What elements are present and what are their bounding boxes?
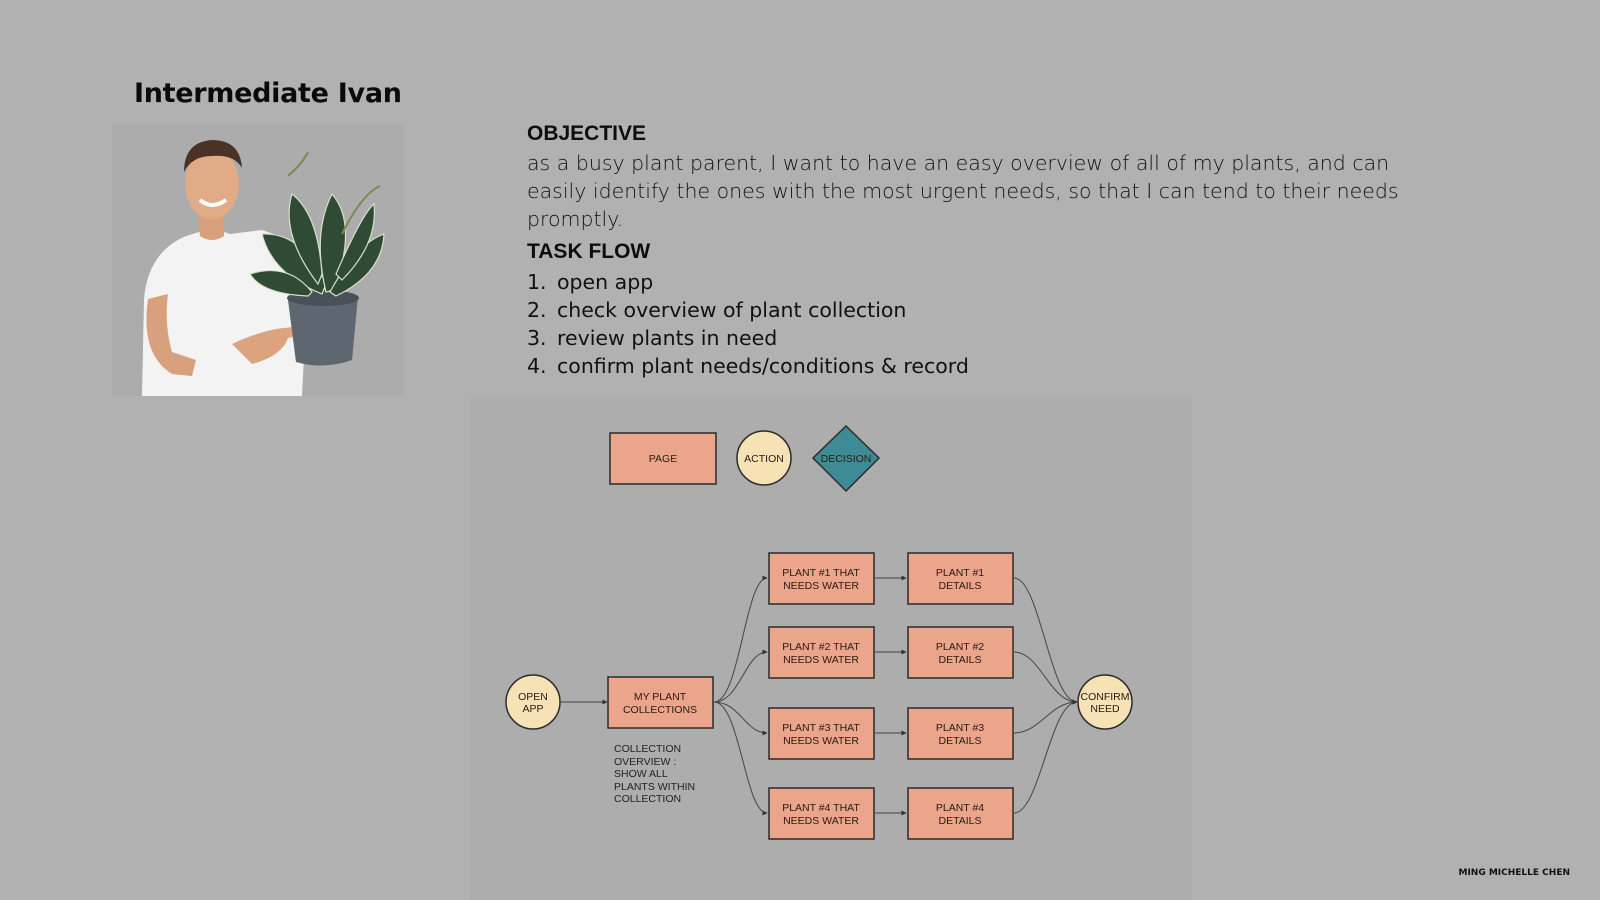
- node-plant-3-needs-water: PLANT #3 THAT NEEDS WATER: [768, 707, 875, 760]
- node-label: PLANT #4: [936, 802, 984, 814]
- legend-decision-label: DECISION: [821, 453, 872, 465]
- persona-name: Intermediate Ivan: [134, 78, 402, 109]
- node-label: APP: [522, 703, 543, 715]
- node-label: PLANT #4 THAT: [782, 802, 860, 814]
- node-plant-1-details: PLANT #1 DETAILS: [907, 552, 1014, 605]
- objective-title: OBJECTIVE: [527, 122, 647, 145]
- node-label: MY PLANT: [634, 691, 687, 703]
- node-label: NEEDS WATER: [783, 580, 859, 592]
- node-label: CONFIRM: [1081, 691, 1130, 703]
- step-text: check overview of plant collection: [557, 298, 907, 322]
- node-label: NEEDS WATER: [783, 735, 859, 747]
- collection-note: COLLECTION OVERVIEW : SHOW ALL PLANTS WI…: [614, 743, 695, 805]
- node-label: OPEN: [518, 691, 548, 703]
- node-plant-2-needs-water: PLANT #2 THAT NEEDS WATER: [768, 626, 875, 679]
- node-my-plant-collections: MY PLANT COLLECTIONS: [607, 676, 714, 729]
- node-plant-1-needs-water: PLANT #1 THAT NEEDS WATER: [768, 552, 875, 605]
- node-label: PLANT #1 THAT: [782, 567, 860, 579]
- node-label: DETAILS: [939, 735, 982, 747]
- step-number: 2.: [527, 298, 547, 322]
- node-label: PLANT #3: [936, 722, 984, 734]
- node-label: COLLECTIONS: [623, 704, 697, 716]
- node-plant-3-details: PLANT #3 DETAILS: [907, 707, 1014, 760]
- node-label: PLANT #2: [936, 641, 984, 653]
- step-text: confirm plant needs/conditions & record: [557, 354, 969, 378]
- note-line: OVERVIEW :: [614, 756, 676, 768]
- task-step: 4. confirm plant needs/conditions & recor…: [527, 352, 1427, 380]
- node-label: NEEDS WATER: [783, 654, 859, 666]
- legend-action: ACTION: [736, 430, 792, 486]
- step-text: review plants in need: [557, 326, 778, 350]
- step-number: 4.: [527, 354, 547, 378]
- author-credit: MING MICHELLE CHEN: [1458, 868, 1570, 878]
- task-step: 3. review plants in need: [527, 324, 1427, 352]
- task-flow-section: TASK FLOW 1. open app 2. check overview of…: [527, 240, 1427, 380]
- legend-page: PAGE: [609, 432, 717, 485]
- legend-action-label: ACTION: [744, 453, 784, 465]
- node-label: DETAILS: [939, 815, 982, 827]
- step-number: 1.: [527, 270, 547, 294]
- task-step: 1. open app: [527, 268, 1427, 296]
- node-plant-2-details: PLANT #2 DETAILS: [907, 626, 1014, 679]
- node-label: PLANT #1: [936, 567, 984, 579]
- flow-connectors: [561, 575, 1078, 816]
- legend-decision: DECISION: [811, 424, 881, 493]
- node-label: NEEDS WATER: [783, 815, 859, 827]
- persona-photo: [112, 124, 404, 396]
- step-number: 3.: [527, 326, 547, 350]
- node-label: DETAILS: [939, 654, 982, 666]
- node-label: PLANT #2 THAT: [782, 641, 860, 653]
- objective-text: as a busy plant parent, I want to have a…: [527, 151, 1399, 231]
- node-open-app: OPEN APP: [505, 674, 561, 730]
- objective-section: OBJECTIVE as a busy plant parent, I want…: [527, 122, 1427, 233]
- node-confirm-need: CONFIRM NEED: [1077, 674, 1133, 730]
- node-label: NEED: [1090, 703, 1120, 715]
- legend: PAGE ACTION DECISION: [609, 424, 881, 493]
- node-plant-4-needs-water: PLANT #4 THAT NEEDS WATER: [768, 787, 875, 840]
- legend-page-label: PAGE: [649, 453, 677, 465]
- note-line: SHOW ALL: [614, 768, 668, 780]
- note-line: PLANTS WITHIN: [614, 781, 695, 793]
- step-text: open app: [557, 270, 654, 294]
- node-label: PLANT #3 THAT: [782, 722, 860, 734]
- node-plant-4-details: PLANT #4 DETAILS: [907, 787, 1014, 840]
- note-line: COLLECTION: [614, 793, 681, 805]
- node-label: DETAILS: [939, 580, 982, 592]
- task-flow-steps: 1. open app 2. check overview of plant col…: [527, 268, 1427, 380]
- task-flow-title: TASK FLOW: [527, 240, 651, 263]
- task-step: 2. check overview of plant collection: [527, 296, 1427, 324]
- note-line: COLLECTION: [614, 743, 681, 755]
